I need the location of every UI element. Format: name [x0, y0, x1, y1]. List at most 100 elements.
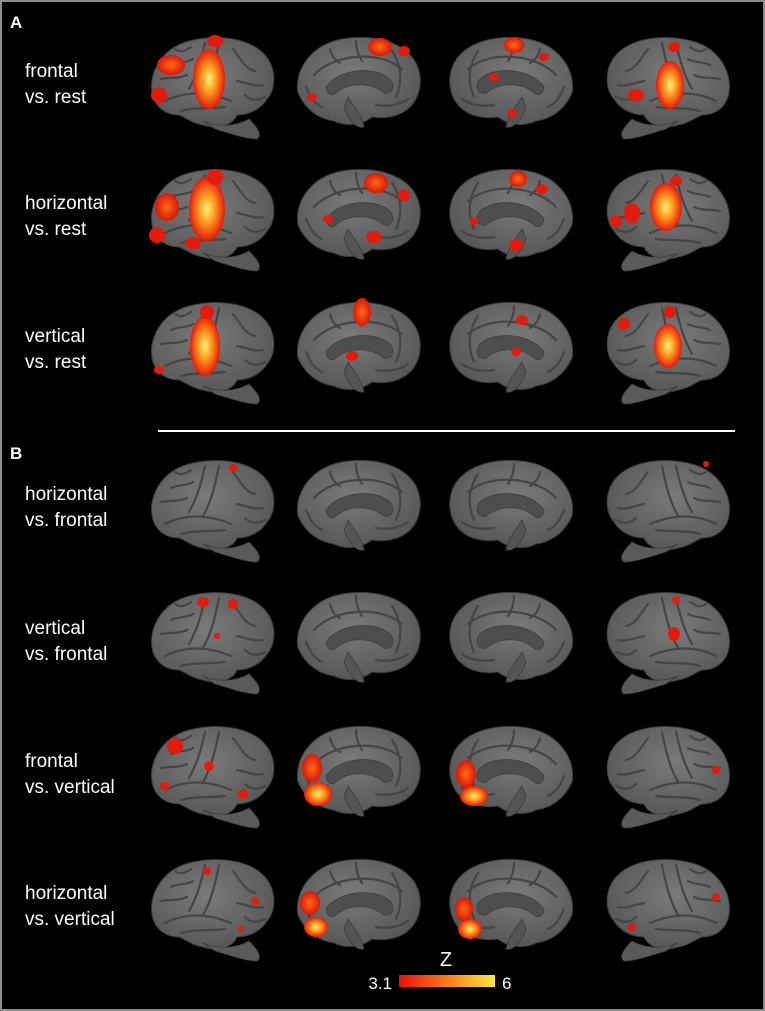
brain-left-lateral-row-5: [150, 591, 275, 696]
activation-cluster: [654, 324, 682, 368]
brain-left-lateral-row-2: [149, 168, 275, 273]
activation-cluster: [516, 315, 528, 325]
activation-cluster: [197, 597, 209, 607]
row-label-a1-line2: vs. rest: [25, 87, 87, 108]
activation-cluster: [628, 89, 644, 101]
brain-left-lateral-row-4: [150, 459, 275, 564]
row-label-a3-line1: vertical: [25, 326, 85, 347]
activation-cluster: [456, 760, 476, 788]
brain-left-medial-row-6: [296, 725, 422, 818]
row-label-b2-line1: vertical: [25, 618, 85, 639]
activation-cluster: [149, 227, 165, 243]
activation-cluster: [307, 93, 317, 101]
activation-cluster: [610, 215, 622, 227]
row-label-a1-line1: frontal: [25, 61, 78, 82]
activation-cluster: [398, 189, 410, 201]
activation-cluster: [185, 237, 201, 249]
activation-cluster: [511, 348, 521, 356]
activation-cluster: [712, 766, 720, 774]
brain-right-lateral-row-1: [606, 36, 731, 141]
brain-left-medial-row-7: [296, 858, 422, 951]
activation-cluster: [458, 919, 482, 939]
colorbar-min-label: 3.1: [368, 974, 392, 993]
activation-cluster: [207, 35, 223, 47]
activation-cluster: [628, 923, 636, 931]
activation-cluster: [193, 49, 225, 109]
activation-cluster: [229, 464, 237, 472]
activation-cluster: [504, 37, 524, 53]
brain-right-lateral-row-2: [606, 168, 731, 273]
brain-left-medial-row-1: [296, 36, 422, 129]
brain-grid: [149, 35, 731, 963]
activation-cluster: [668, 42, 680, 52]
activation-cluster: [670, 176, 682, 186]
activation-cluster: [167, 738, 183, 754]
activation-cluster: [460, 786, 488, 806]
activation-cluster: [304, 782, 332, 806]
activation-cluster: [346, 351, 358, 361]
brain-left-lateral-row-3: [150, 301, 275, 406]
panel-letter-a: A: [10, 13, 22, 32]
activation-cluster: [398, 46, 410, 56]
activation-cluster: [364, 173, 388, 193]
brain-right-lateral-row-4: [606, 459, 731, 564]
activation-cluster: [539, 53, 549, 61]
brain-right-medial-row-6: [448, 725, 574, 818]
activation-cluster: [151, 87, 167, 103]
activation-cluster: [300, 891, 320, 915]
row-label-a2-line1: horizontal: [25, 193, 107, 214]
activation-cluster: [214, 633, 220, 639]
row-label-b4-line2: vs. vertical: [25, 909, 115, 930]
row-label-a2-line2: vs. rest: [25, 219, 87, 240]
activation-cluster: [228, 599, 238, 609]
activation-cluster: [509, 171, 527, 187]
panel-letter-b: B: [10, 444, 22, 463]
activation-cluster: [712, 893, 720, 901]
activation-cluster: [366, 231, 382, 243]
activation-cluster: [668, 627, 680, 641]
row-label-b1-line2: vs. frontal: [25, 510, 107, 531]
brain-left-lateral-row-7: [150, 858, 275, 963]
activation-cluster: [507, 109, 517, 117]
activation-cluster: [154, 366, 164, 374]
activation-cluster: [368, 38, 392, 56]
activation-cluster: [207, 169, 223, 185]
activation-cluster: [509, 239, 523, 251]
activation-cluster: [703, 461, 709, 467]
brain-right-medial-row-7: [448, 858, 574, 951]
activation-cluster: [204, 761, 214, 771]
activation-cluster: [656, 61, 684, 109]
activation-cluster: [536, 184, 548, 194]
brain-left-lateral-row-6: [150, 725, 275, 830]
brain-right-lateral-row-7: [606, 858, 731, 963]
activation-cluster: [489, 73, 499, 81]
brain-right-medial-row-1: [448, 36, 574, 129]
activation-cluster: [618, 318, 630, 330]
activation-cluster: [189, 177, 225, 241]
activation-cluster: [238, 789, 248, 799]
activation-cluster: [200, 305, 214, 319]
activation-cluster: [190, 316, 220, 376]
brain-left-medial-row-2: [296, 168, 422, 261]
activation-cluster: [155, 193, 179, 221]
brain-right-medial-row-2: [448, 168, 574, 261]
activation-cluster: [302, 754, 322, 782]
activation-cluster: [304, 917, 328, 937]
activation-cluster: [323, 215, 333, 223]
brain-right-lateral-row-5: [606, 591, 731, 696]
colorbar: Z 3.1 6: [368, 949, 511, 993]
activation-cluster: [203, 867, 211, 875]
activation-cluster: [664, 306, 676, 318]
brain-left-medial-row-3: [296, 298, 422, 394]
colorbar-gradient: [399, 975, 495, 987]
activation-cluster: [251, 897, 259, 905]
row-label-a3-line2: vs. rest: [25, 352, 87, 373]
activation-cluster: [650, 183, 682, 231]
colorbar-title: Z: [440, 949, 452, 971]
brain-right-medial-row-3: [448, 301, 574, 394]
activation-cluster: [160, 782, 170, 790]
activation-cluster: [672, 596, 680, 604]
activation-cluster: [470, 217, 478, 225]
row-label-b1-line1: horizontal: [25, 484, 107, 505]
